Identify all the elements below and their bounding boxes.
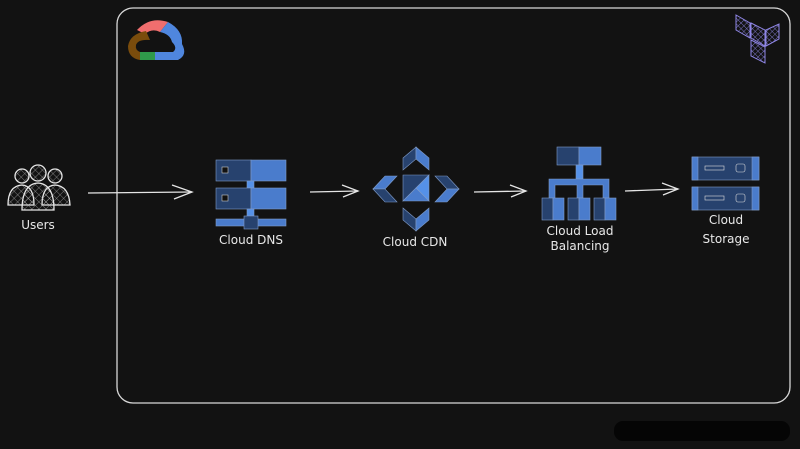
cloud-cdn-label: Cloud CDN [382,235,448,249]
label-line-1: Cloud Load [546,224,614,238]
label-line-2: Balancing [550,239,610,253]
label-line-2: Storage [702,232,750,246]
cdn-icon [372,146,460,232]
arrow-users-to-dns [87,184,194,200]
google-cloud-logo [128,20,185,60]
dns-server-icon [215,159,287,230]
redacted-signature [614,421,790,441]
cloud-dns-label: Cloud DNS [219,233,283,247]
users-icon [7,164,71,211]
cloud-storage-label: Cloud Storage [703,211,750,249]
storage-icon [691,156,760,211]
arrow-lb-to-storage [624,182,680,196]
arrow-dns-to-cdn [309,184,360,198]
gcp-boundary-frame [116,7,791,404]
cloud-load-balancing-label: Cloud Load Balancing [547,224,614,254]
arrow-cdn-to-lb [473,184,528,198]
users-label: Users [21,218,55,232]
load-balancer-icon [541,146,617,221]
terraform-logo [735,14,780,64]
label-line-1: Cloud [708,213,744,227]
